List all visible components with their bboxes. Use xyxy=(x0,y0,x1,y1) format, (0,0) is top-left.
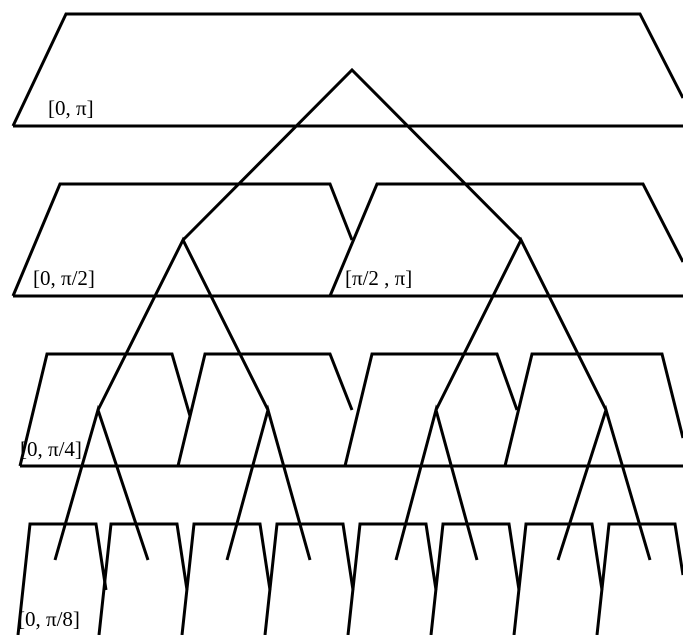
level-3-trapezoid-2 xyxy=(97,522,189,635)
level-2-trapezoid-1 xyxy=(18,352,192,467)
level-1-intervals xyxy=(11,182,683,298)
level-3-trapezoid-6 xyxy=(429,522,521,635)
level-3-trapezoid-3 xyxy=(180,522,272,635)
level-2-trapezoid-3 xyxy=(343,352,519,467)
bisection-tree xyxy=(53,67,652,561)
level-2-trapezoid-4 xyxy=(503,352,683,467)
tree-branch-q3 xyxy=(394,404,479,561)
tree-branch-q1 xyxy=(53,404,150,561)
level-1-trapezoid-left xyxy=(11,182,354,297)
label-level-2: [0, π/4] xyxy=(20,437,82,461)
tree-branch-q2 xyxy=(225,404,312,561)
level-3-trapezoid-7 xyxy=(512,522,604,635)
level-2-trapezoid-2 xyxy=(176,352,354,467)
level-2-intervals xyxy=(18,352,683,468)
level-3-trapezoid-4 xyxy=(263,522,355,635)
label-level-3: [0, π/8] xyxy=(18,607,80,631)
tree-branch-left xyxy=(96,236,270,411)
level-0-interval xyxy=(11,12,683,128)
level-0-trapezoid xyxy=(11,12,683,127)
tree-root-branches xyxy=(181,67,523,242)
label-level-1-left: [0, π/2] xyxy=(33,266,95,290)
label-level-0: [0, π] xyxy=(48,96,94,120)
tree-branch-q4 xyxy=(556,404,652,561)
label-level-1-right: [π/2 , π] xyxy=(345,266,412,290)
level-3-trapezoid-1 xyxy=(16,522,108,635)
level-3-intervals xyxy=(16,522,683,635)
level-1-trapezoid-right xyxy=(328,182,683,297)
level-3-trapezoid-5 xyxy=(346,522,438,635)
tree-branch-right xyxy=(434,236,608,411)
level-3-trapezoid-8 xyxy=(595,522,683,635)
